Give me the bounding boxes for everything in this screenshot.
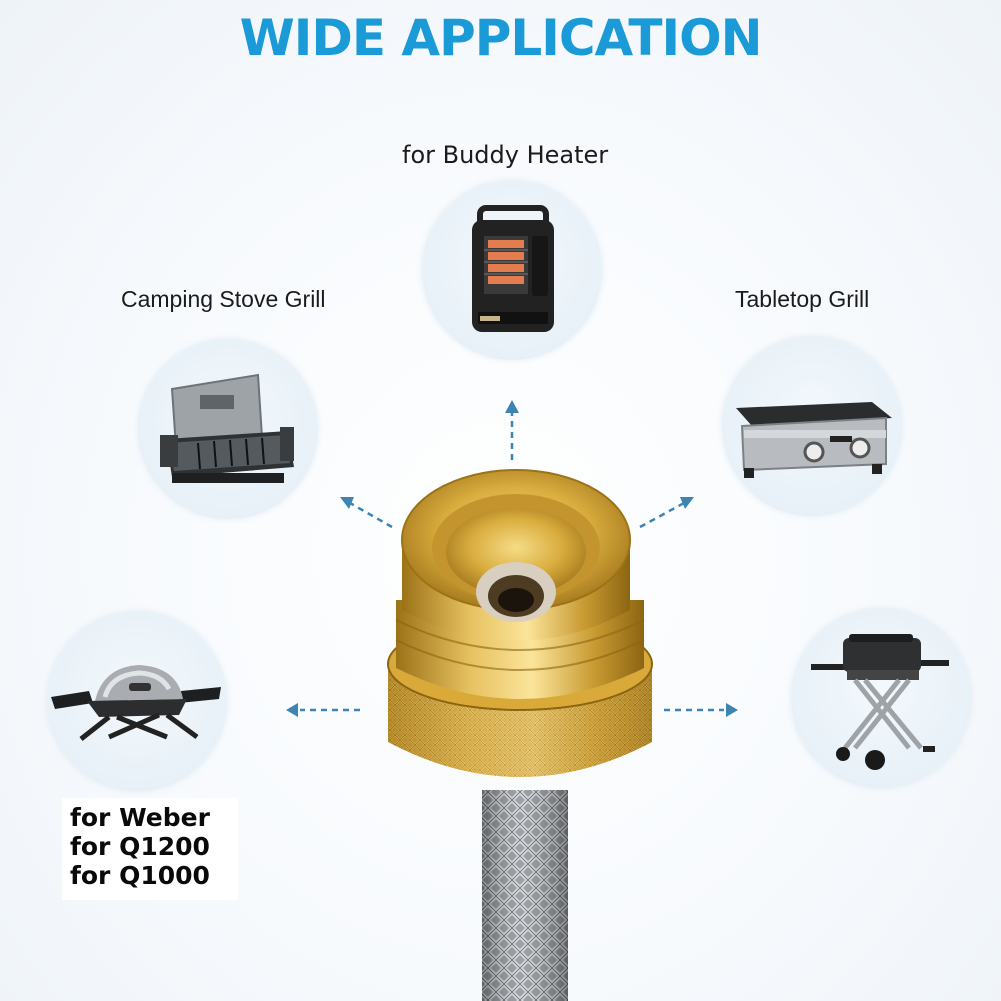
label-q1200: for Q1200	[70, 832, 210, 861]
griddle-icon	[736, 402, 892, 478]
label-q1000: for Q1000	[70, 861, 210, 890]
arrow-up-left-icon	[340, 497, 354, 509]
label-camping-stove: Camping Stove Grill	[121, 286, 326, 312]
buddy-heater-circle	[422, 180, 602, 360]
camping-stove-icon	[160, 373, 294, 483]
page-title: WIDE APPLICATION	[239, 9, 763, 67]
folding-grill-icon	[811, 634, 949, 770]
arrow-up-icon	[505, 400, 519, 413]
label-tabletop-grill: Tabletop Grill	[735, 286, 870, 312]
label-weber: for Weber	[70, 803, 210, 832]
arrow-right-icon	[726, 703, 738, 717]
folding-grill-circle	[791, 608, 971, 788]
weber-grill-icon	[51, 665, 221, 741]
weber-label-box: for Weber for Q1200 for Q1000	[62, 798, 238, 900]
arrow-up-right-icon	[680, 497, 694, 509]
camping-stove-circle	[138, 339, 318, 519]
tabletop-grill-circle	[722, 336, 902, 516]
weber-grill-circle	[47, 611, 227, 791]
arrow-left-icon	[286, 703, 298, 717]
label-buddy-heater: for Buddy Heater	[402, 141, 609, 169]
space-heater-icon	[472, 205, 554, 332]
